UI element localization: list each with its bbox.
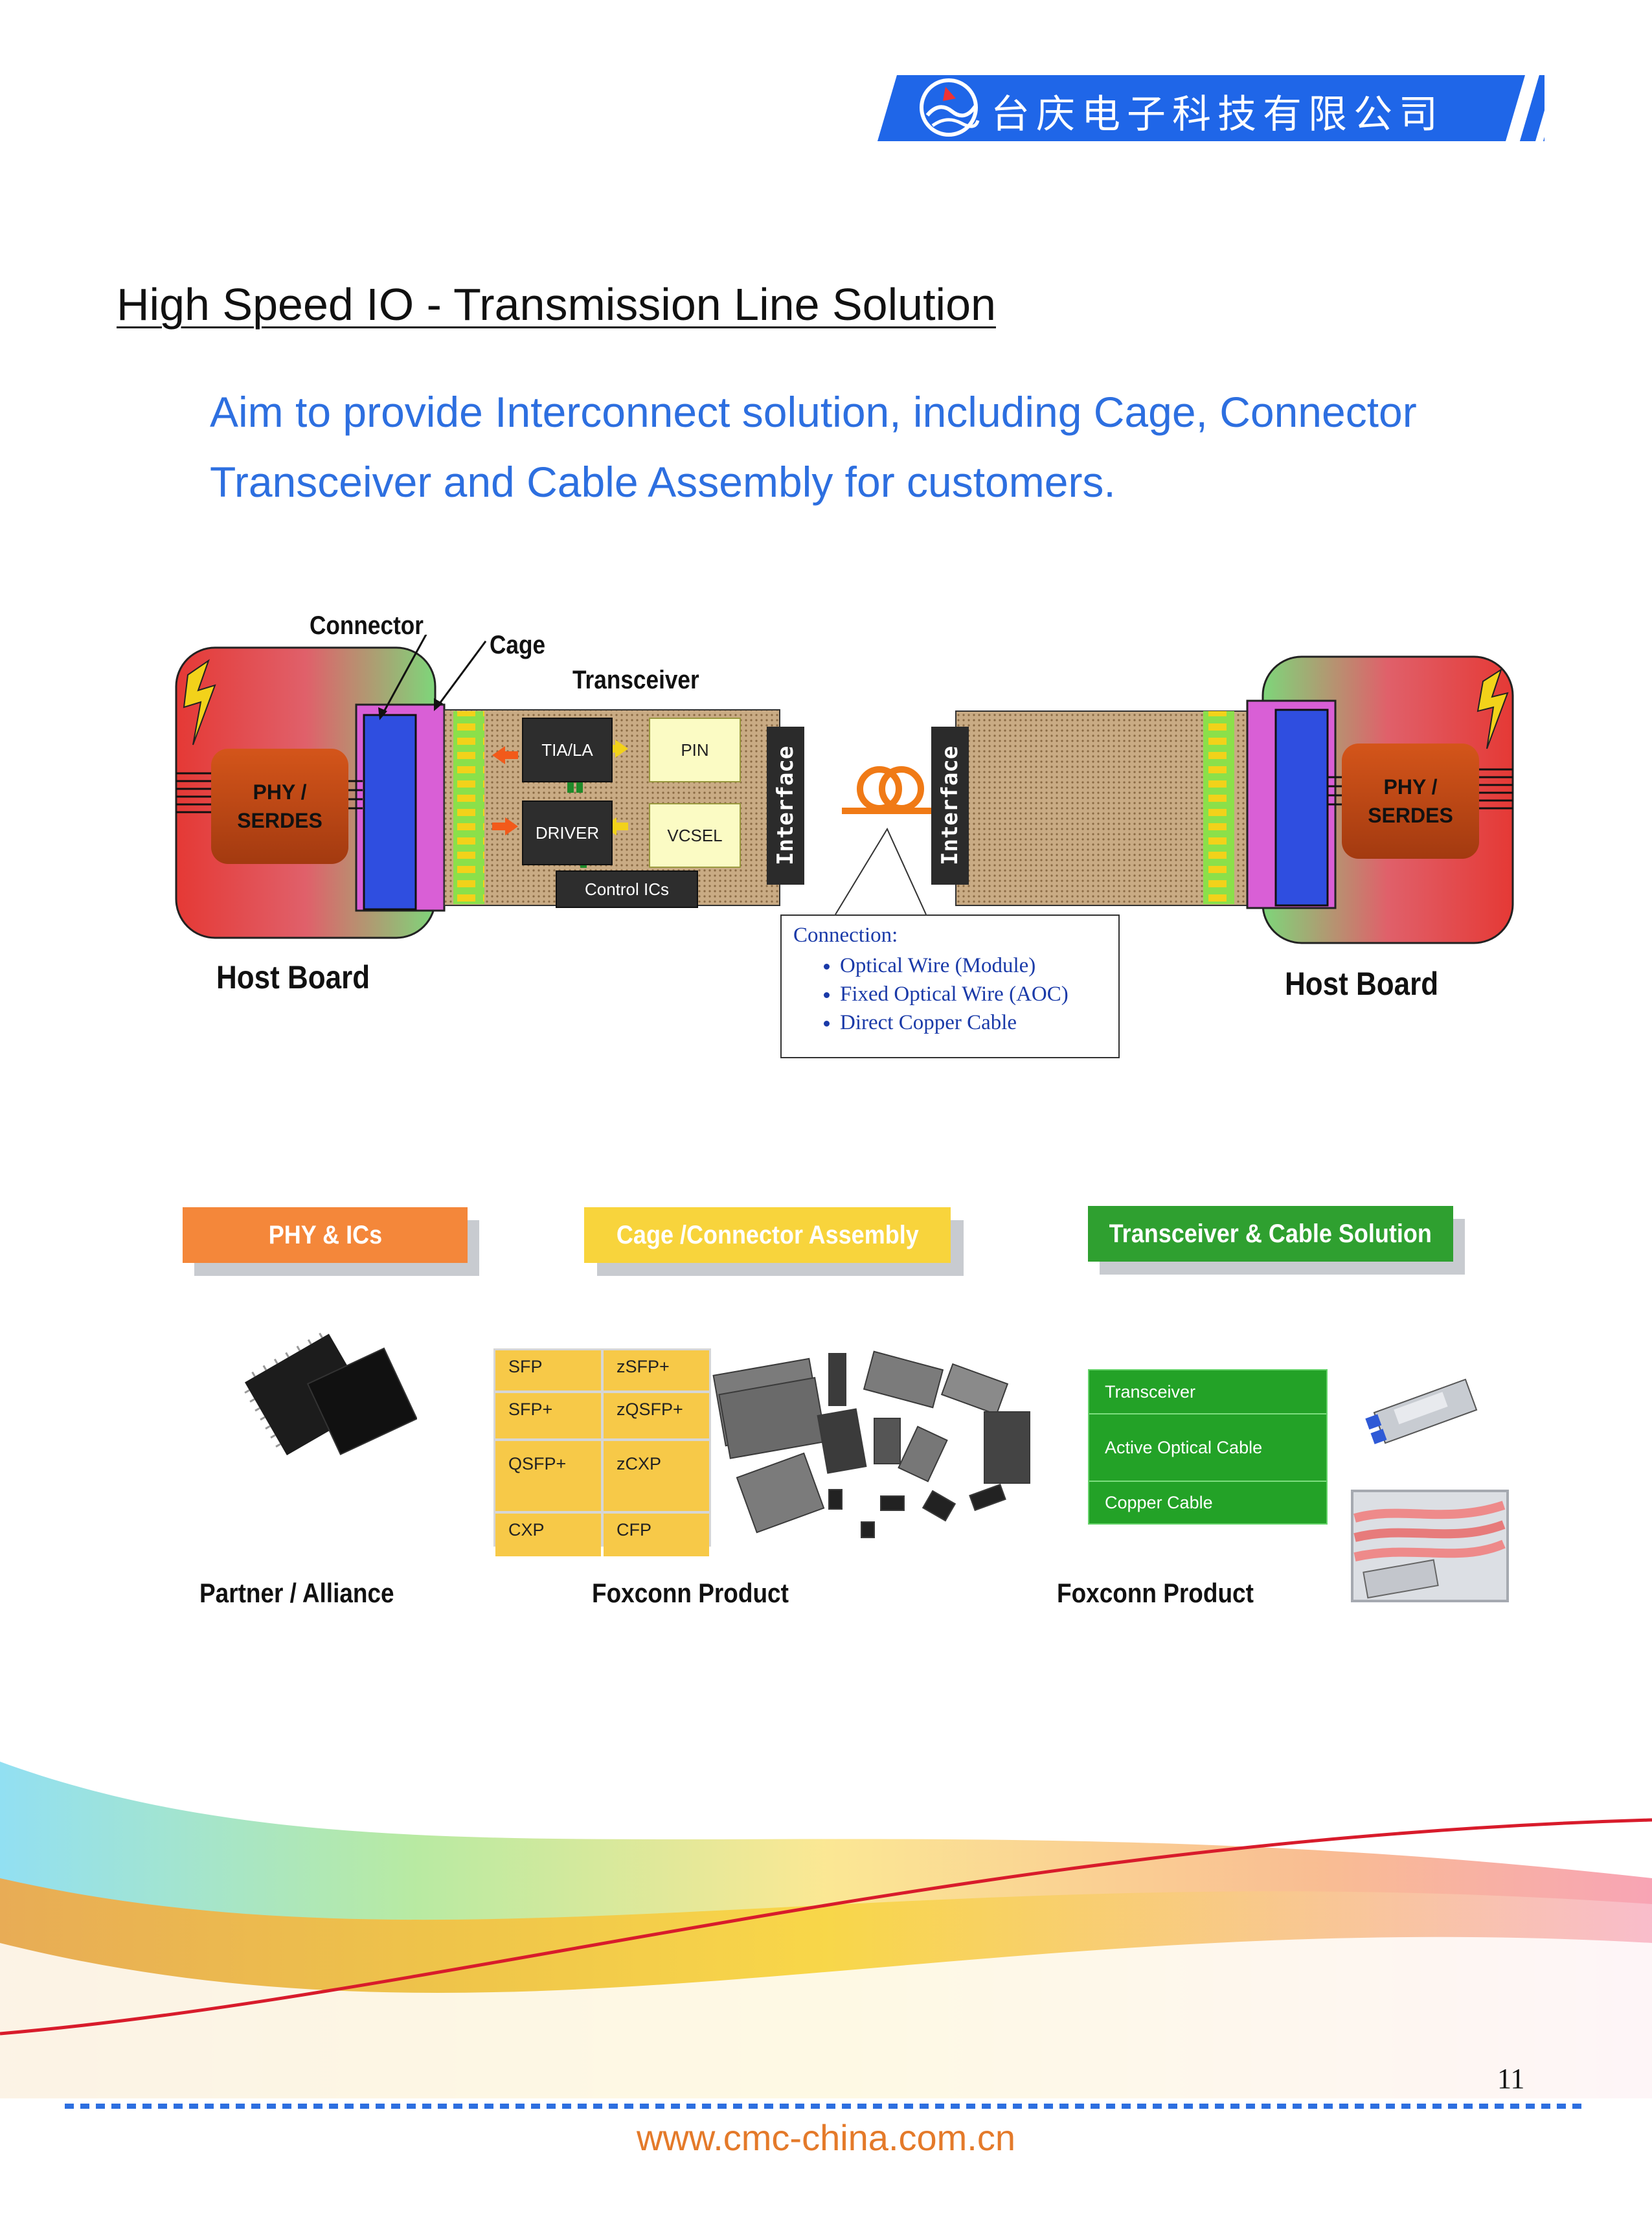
host-board-left-caption: Host Board bbox=[216, 959, 370, 995]
website-link[interactable]: www.cmc-china.com.cn bbox=[636, 2117, 1016, 2158]
cage-connector-photo bbox=[712, 1350, 1030, 1538]
phy-label-left: PHY / bbox=[253, 780, 307, 804]
interface-left: Interface bbox=[767, 727, 804, 885]
company-name: 台庆电子科技有限公司 bbox=[991, 92, 1444, 137]
product-cell: CFP bbox=[604, 1514, 709, 1556]
cage-connector-label: Cage /Connector Assembly bbox=[616, 1220, 919, 1249]
intro-line-1: Aim to provide Interconnect solution, in… bbox=[210, 388, 1417, 436]
product-cell: QSFP+ bbox=[495, 1441, 601, 1511]
phy-serdes-right: PHY / SERDES bbox=[1342, 744, 1479, 859]
transceiver-cable-label: Transceiver & Cable Solution bbox=[1109, 1219, 1432, 1248]
page-number: 11 bbox=[1497, 2063, 1525, 2095]
phy-ics-band: PHY & ICs bbox=[183, 1207, 468, 1263]
cage-label: Cage bbox=[490, 631, 546, 659]
product-cell: CXP bbox=[495, 1514, 601, 1556]
product-cell: SFP+ bbox=[495, 1393, 601, 1438]
page-title: High Speed IO - Transmission Line Soluti… bbox=[117, 279, 996, 330]
rainbow-wave-decoration bbox=[0, 1762, 1652, 2098]
product-cell: SFP bbox=[495, 1350, 601, 1391]
transceiver-module-photo bbox=[1365, 1378, 1478, 1444]
intro-line-2: Transceiver and Cable Assembly for custo… bbox=[210, 458, 1116, 506]
product-cell: zCXP bbox=[604, 1441, 709, 1511]
connection-title: Connection: bbox=[793, 924, 898, 947]
cage-product-grid: SFP zSFP+ SFP+ zQSFP+ QSFP+ zCXP CXP CFP bbox=[493, 1348, 711, 1556]
connection-item: Direct Copper Cable bbox=[840, 1008, 1118, 1037]
connection-callout: Connection: Optical Wire (Module) Fixed … bbox=[780, 914, 1120, 1058]
driver-chip: DRIVER bbox=[522, 801, 613, 865]
phy-ics-label: PHY & ICs bbox=[268, 1220, 382, 1249]
phy-label-right: PHY / bbox=[1383, 775, 1438, 799]
cage-connector-band: Cage /Connector Assembly bbox=[584, 1207, 951, 1263]
pin-chip: PIN bbox=[649, 718, 741, 782]
host-board-right-caption: Host Board bbox=[1285, 966, 1439, 1002]
solution-item: Copper Cable bbox=[1105, 1492, 1213, 1512]
connection-list: Optical Wire (Module) Fixed Optical Wire… bbox=[782, 951, 1118, 1037]
solution-item: Transceiver bbox=[1089, 1370, 1326, 1414]
phy-serdes-left: PHY / SERDES bbox=[211, 749, 348, 864]
serdes-label-left: SERDES bbox=[237, 809, 322, 832]
product-cell: zQSFP+ bbox=[604, 1393, 709, 1438]
connector-label: Connector bbox=[310, 611, 424, 640]
transceiver-cable-band: Transceiver & Cable Solution bbox=[1088, 1206, 1453, 1262]
control-ics-chip: Control ICs bbox=[556, 870, 698, 908]
active-optical-cable-photo bbox=[1351, 1490, 1509, 1602]
company-logo-icon bbox=[920, 78, 980, 137]
connection-item: Fixed Optical Wire (AOC) bbox=[840, 980, 1118, 1008]
foxconn-product-caption-cage: Foxconn Product bbox=[592, 1578, 789, 1608]
connection-item: Optical Wire (Module) bbox=[840, 951, 1118, 980]
vcsel-chip: VCSEL bbox=[649, 803, 741, 868]
interface-right: Interface bbox=[931, 727, 969, 885]
serdes-label-right: SERDES bbox=[1368, 804, 1453, 827]
transceiver-label: Transceiver bbox=[572, 666, 699, 694]
product-cell: zSFP+ bbox=[604, 1350, 709, 1391]
ic-chips-image bbox=[244, 1332, 417, 1455]
footer-dashed-rule bbox=[65, 2104, 1587, 2109]
foxconn-product-caption-transceiver: Foxconn Product bbox=[1057, 1578, 1254, 1608]
solution-item: Active Optical Cable bbox=[1089, 1414, 1326, 1482]
tia-la-chip: TIA/LA bbox=[522, 718, 613, 782]
header-banner bbox=[877, 75, 1545, 141]
transceiver-solution-list: Transceiver Active Optical Cable Copper … bbox=[1088, 1369, 1328, 1525]
partner-alliance-caption: Partner / Alliance bbox=[199, 1578, 394, 1608]
